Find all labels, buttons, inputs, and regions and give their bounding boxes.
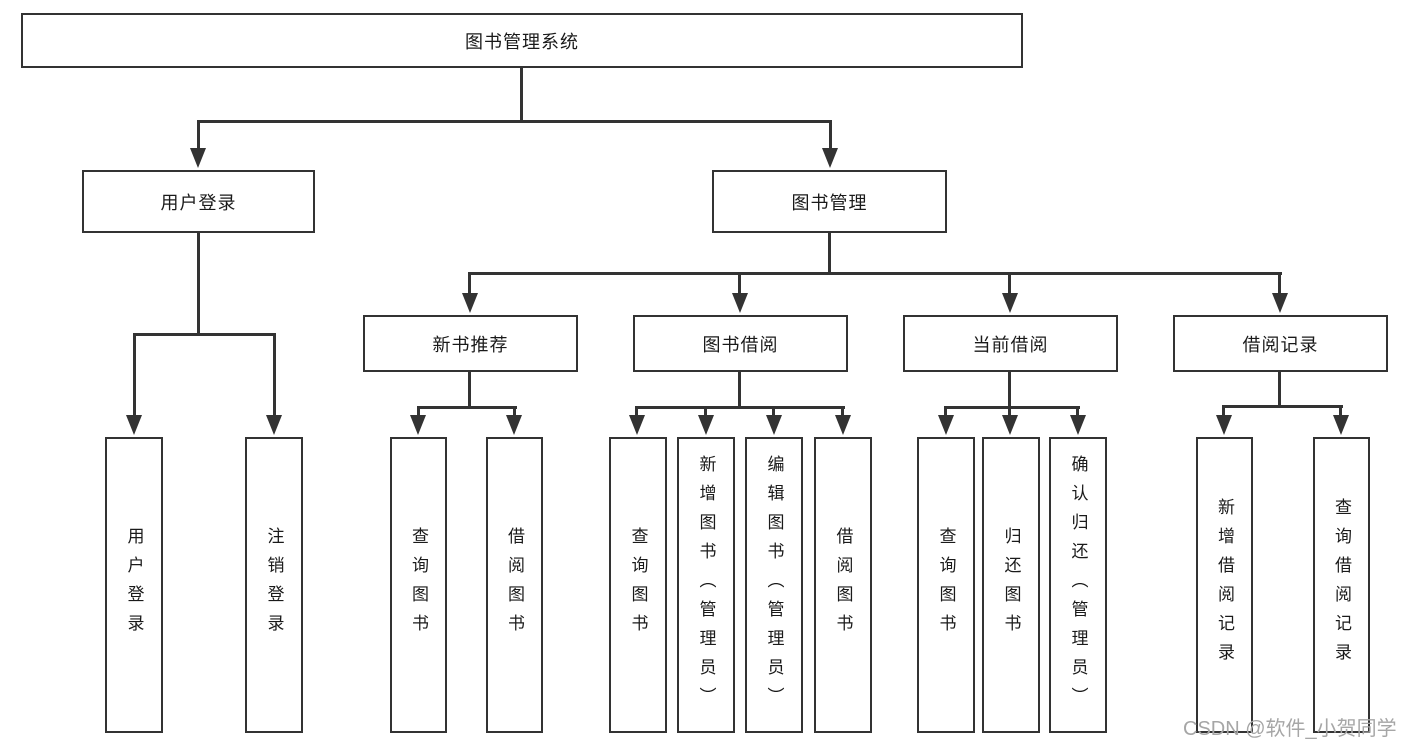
connector-stem-leaf-user-login <box>133 333 136 415</box>
node-new-book-recommend: 新书推荐 <box>363 315 578 372</box>
connector-new-book-bar <box>417 406 517 409</box>
arrowhead-down-icon <box>1002 293 1018 313</box>
node-label: 编辑图书（管理员） <box>764 454 784 716</box>
node-label: 注销登录 <box>264 527 284 643</box>
leaf-query-book-nbr: 查询图书 <box>390 437 447 733</box>
connector-borrow-records-trunk <box>1278 372 1281 405</box>
connector-stem-book-borrow <box>738 272 741 295</box>
connector-book-borrow-bar <box>635 406 845 409</box>
arrowhead-down-icon <box>462 293 478 313</box>
connector-current-borrow-trunk <box>1008 372 1011 406</box>
node-label: 新书推荐 <box>432 334 509 355</box>
connector-book-management-trunk <box>828 233 831 272</box>
arrowhead-down-icon <box>1002 415 1018 435</box>
leaf-add-book-admin: 新增图书（管理员） <box>677 437 735 733</box>
node-label: 查询图书 <box>409 527 428 643</box>
arrowhead-down-icon <box>266 415 282 435</box>
node-label: 图书借阅 <box>702 334 779 355</box>
arrowhead-down-icon <box>732 293 748 313</box>
leaf-user-login: 用户登录 <box>105 437 163 733</box>
connector-book-management-bar <box>468 272 1282 275</box>
connector-root-bar <box>197 120 832 123</box>
arrowhead-down-icon <box>190 148 206 168</box>
arrowhead-down-icon <box>835 415 851 435</box>
leaf-confirm-return-admin: 确认归还（管理员） <box>1049 437 1107 733</box>
connector-stem-user-login <box>197 120 200 150</box>
connector-stem <box>772 406 775 415</box>
arrowhead-down-icon <box>1216 415 1232 435</box>
connector-current-borrow-bar <box>944 406 1080 409</box>
node-book-management: 图书管理 <box>712 170 947 233</box>
leaf-query-borrow-record: 查询借阅记录 <box>1313 437 1370 733</box>
connector-root-trunk <box>520 68 523 120</box>
csdn-watermark: CSDN @软件_小贺同学 <box>1183 718 1397 740</box>
leaf-borrow-book-bb: 借阅图书 <box>814 437 872 733</box>
leaf-add-borrow-record: 新增借阅记录 <box>1196 437 1253 733</box>
node-current-borrow: 当前借阅 <box>903 315 1118 372</box>
node-label: 图书管理系统 <box>465 31 579 52</box>
arrowhead-down-icon <box>698 415 714 435</box>
leaf-borrow-book-nbr: 借阅图书 <box>486 437 543 733</box>
node-label: 新增图书（管理员） <box>696 454 716 716</box>
leaf-logout: 注销登录 <box>245 437 303 733</box>
node-label: 图书管理 <box>791 192 868 213</box>
connector-book-borrow-trunk <box>738 372 741 406</box>
connector-stem <box>704 406 707 415</box>
node-label: 用户登录 <box>160 192 237 213</box>
connector-stem <box>841 406 844 415</box>
connector-user-login-trunk <box>197 233 200 333</box>
node-borrow-records: 借阅记录 <box>1173 315 1388 372</box>
arrowhead-down-icon <box>410 415 426 435</box>
connector-stem <box>1008 406 1011 415</box>
arrowhead-down-icon <box>1070 415 1086 435</box>
node-book-borrow: 图书借阅 <box>633 315 848 372</box>
leaf-query-book-bb: 查询图书 <box>609 437 667 733</box>
connector-stem <box>635 406 638 415</box>
node-label: 确认归还（管理员） <box>1068 454 1088 716</box>
connector-stem-current-borrow <box>1008 272 1011 295</box>
node-label: 借阅记录 <box>1242 334 1319 355</box>
arrowhead-down-icon <box>629 415 645 435</box>
connector-user-login-bar <box>133 333 276 336</box>
node-label: 查询图书 <box>628 527 648 643</box>
leaf-edit-book-admin: 编辑图书（管理员） <box>745 437 803 733</box>
connector-stem-leaf-logout <box>273 333 276 415</box>
connector-stem-new-book <box>468 272 471 295</box>
connector-new-book-trunk <box>468 372 471 406</box>
node-label: 借阅图书 <box>833 527 853 643</box>
arrowhead-down-icon <box>766 415 782 435</box>
leaf-query-book-cb: 查询图书 <box>917 437 975 733</box>
node-label: 当前借阅 <box>972 334 1049 355</box>
node-label: 查询图书 <box>936 527 956 643</box>
node-label: 用户登录 <box>124 527 144 643</box>
arrowhead-down-icon <box>938 415 954 435</box>
connector-stem <box>1222 405 1225 415</box>
arrowhead-down-icon <box>1272 293 1288 313</box>
connector-stem <box>1339 405 1342 415</box>
arrowhead-down-icon <box>506 415 522 435</box>
leaf-return-book: 归还图书 <box>982 437 1040 733</box>
node-user-login: 用户登录 <box>82 170 315 233</box>
arrowhead-down-icon <box>822 148 838 168</box>
connector-stem <box>417 406 420 415</box>
connector-stem-book-management <box>829 120 832 150</box>
connector-stem <box>1076 406 1079 415</box>
connector-stem-borrow-records <box>1278 272 1281 295</box>
node-label: 查询借阅记录 <box>1332 498 1351 672</box>
connector-stem <box>944 406 947 415</box>
connector-borrow-records-bar <box>1222 405 1343 408</box>
node-label: 归还图书 <box>1001 527 1021 643</box>
node-root-library-system: 图书管理系统 <box>21 13 1023 68</box>
node-label: 新增借阅记录 <box>1215 498 1234 672</box>
arrowhead-down-icon <box>1333 415 1349 435</box>
connector-stem <box>513 406 516 415</box>
arrowhead-down-icon <box>126 415 142 435</box>
node-label: 借阅图书 <box>505 527 524 643</box>
